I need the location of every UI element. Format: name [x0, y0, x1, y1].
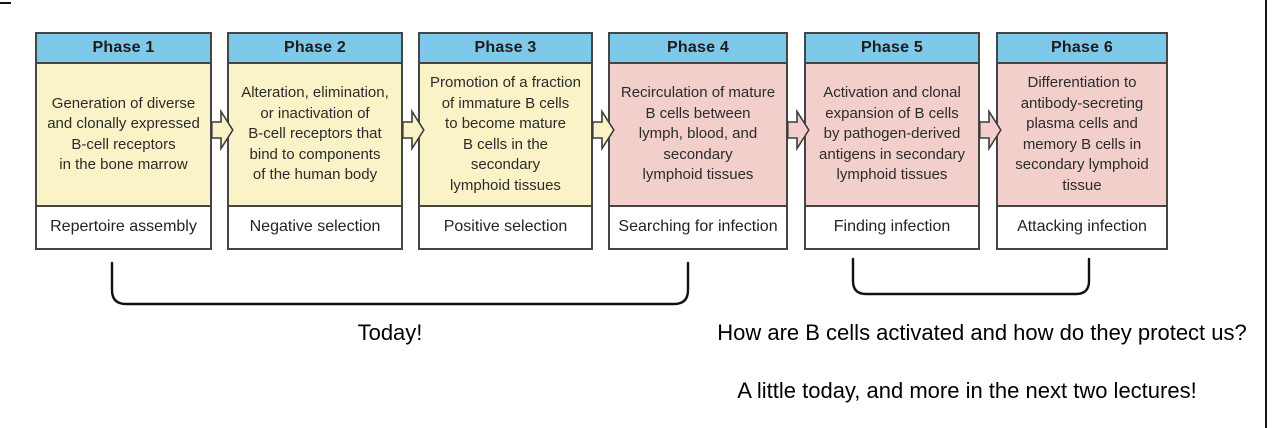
flow-arrow-icon	[787, 109, 810, 151]
flow-arrow-icon	[211, 109, 234, 151]
slide-top-left-tick	[0, 2, 11, 4]
phase-header: Phase 4	[610, 34, 786, 64]
slide-right-border	[1265, 0, 1267, 428]
today-note: Today!	[357, 320, 423, 345]
phase-label: Positive selection	[420, 207, 591, 246]
answer-note: A little today, and more in the next two…	[737, 378, 1197, 403]
phase-label: Repertoire assembly	[37, 207, 210, 246]
phase-box-6: Phase 6 Differentiation to antibody-secr…	[996, 32, 1168, 250]
phase-label: Attacking infection	[998, 207, 1166, 246]
phase-box-3: Phase 3 Promotion of a fraction of immat…	[418, 32, 593, 250]
phase-header: Phase 3	[420, 34, 591, 64]
flow-arrow-icon	[979, 109, 1002, 151]
phase-box-1: Phase 1 Generation of diverse and clonal…	[35, 32, 212, 250]
phase-description: Alteration, elimination, or inactivation…	[229, 64, 401, 207]
phase-description: Generation of diverse and clonally expre…	[37, 64, 210, 207]
phase-description: Differentiation to antibody-secreting pl…	[998, 64, 1166, 207]
phase-header: Phase 6	[998, 34, 1166, 64]
phase-box-2: Phase 2 Alteration, elimination, or inac…	[227, 32, 403, 250]
phase-header: Phase 1	[37, 34, 210, 64]
bracket-phases-1-4	[110, 261, 690, 306]
phase-label: Negative selection	[229, 207, 401, 246]
phase-box-4: Phase 4 Recirculation of mature B cells …	[608, 32, 788, 250]
phase-header: Phase 5	[806, 34, 978, 64]
phase-description: Activation and clonal expansion of B cel…	[806, 64, 978, 207]
phase-description: Recirculation of mature B cells between …	[610, 64, 786, 207]
phase-label: Searching for infection	[610, 207, 786, 246]
phase-header: Phase 2	[229, 34, 401, 64]
phase-description: Promotion of a fraction of immature B ce…	[420, 64, 591, 207]
phase-label: Finding infection	[806, 207, 978, 246]
bracket-phases-5-6	[851, 257, 1091, 296]
question-note: How are B cells activated and how do the…	[717, 320, 1247, 345]
flow-arrow-icon	[592, 109, 615, 151]
flow-arrow-icon	[402, 109, 425, 151]
phase-box-5: Phase 5 Activation and clonal expansion …	[804, 32, 980, 250]
